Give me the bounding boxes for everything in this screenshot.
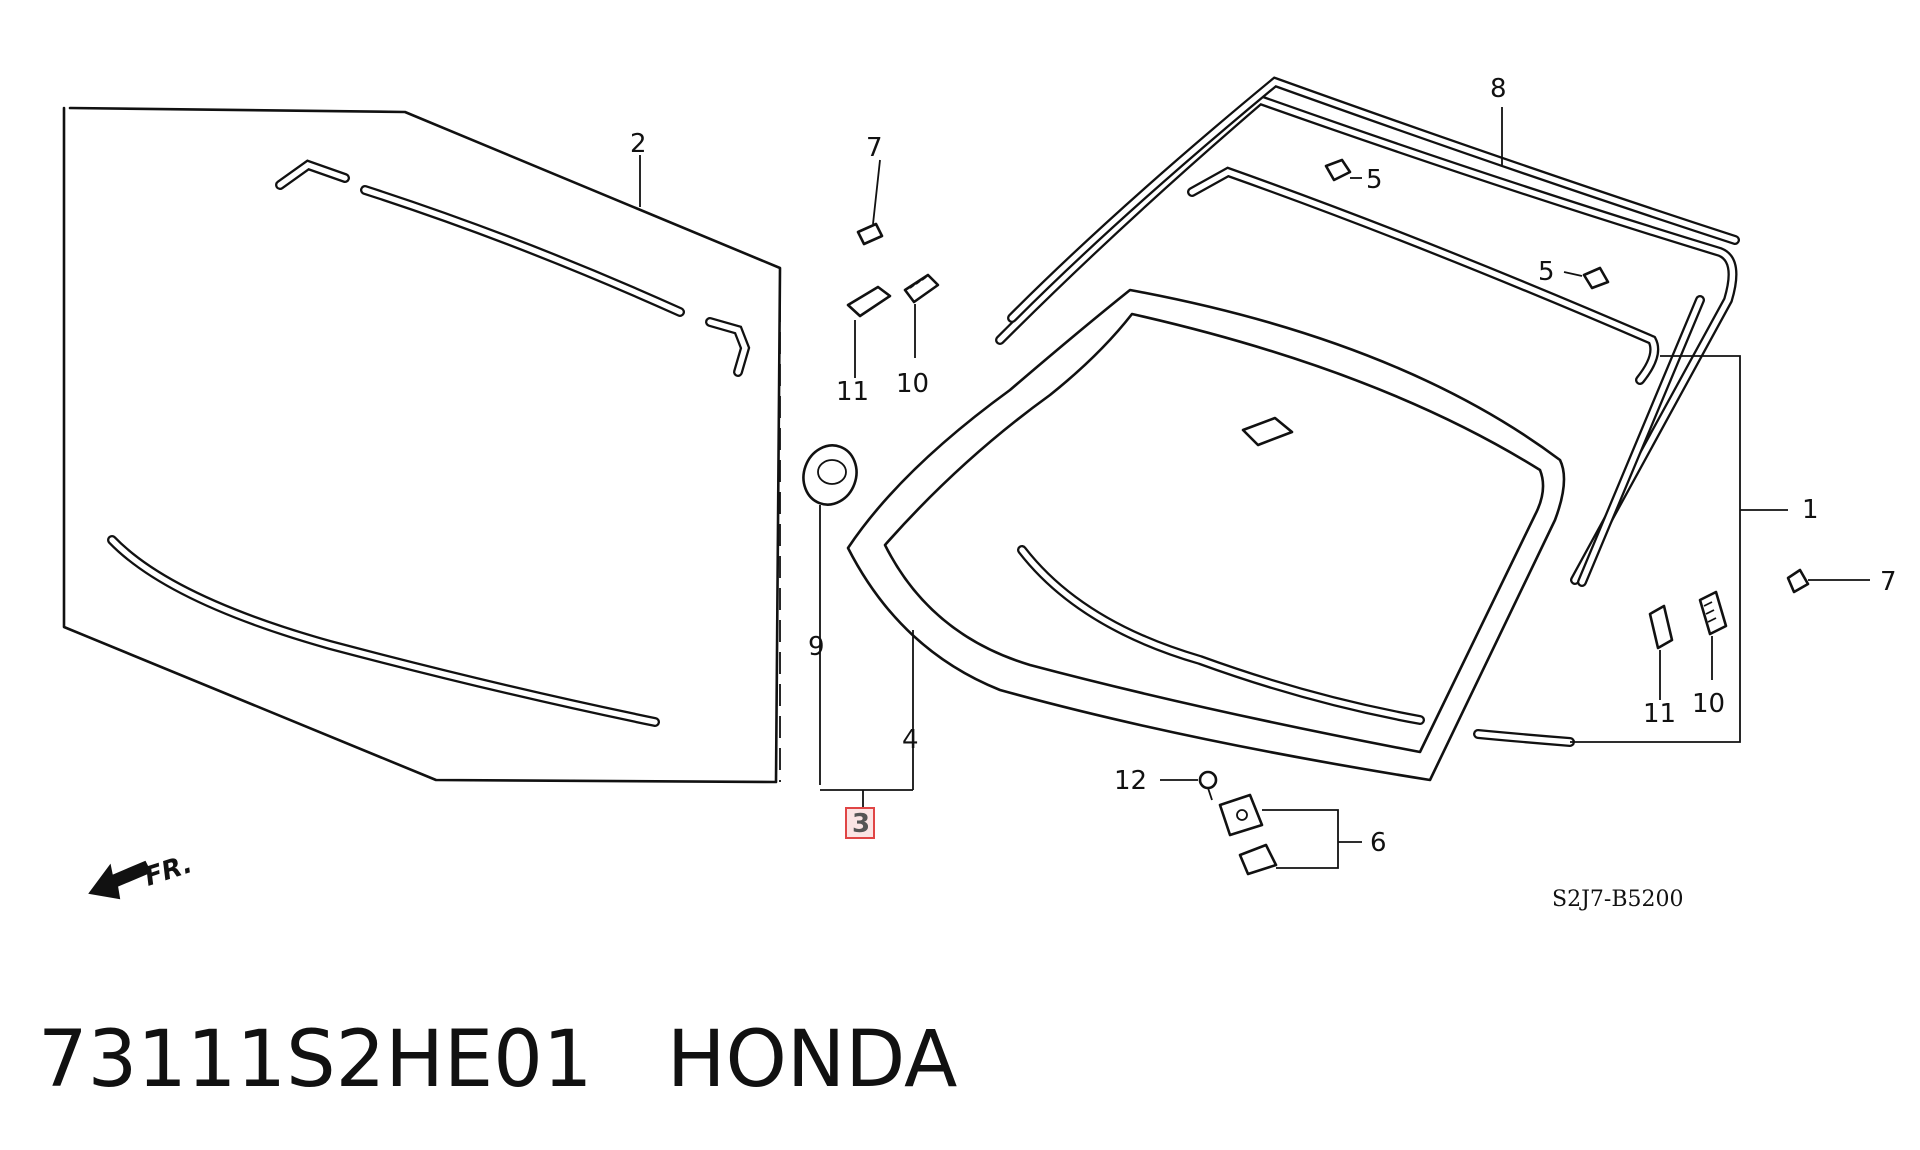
svg-text:9: 9 [808, 632, 825, 662]
molding-kit-panel [62, 106, 782, 784]
diagram-code: S2J7-B5200 [1552, 887, 1683, 912]
spacer-part-11-upper: 11 [836, 285, 892, 407]
front-arrow-icon [88, 860, 152, 900]
svg-text:4: 4 [902, 725, 919, 755]
upper-molding-right-corner [705, 317, 751, 377]
lower-molding [107, 535, 660, 727]
front-label: FR. [141, 849, 196, 892]
clip-part-6: 6 [1218, 793, 1387, 876]
upper-molding-center [360, 185, 685, 317]
brand-name: HONDA [666, 1015, 958, 1105]
spacer-part-10-upper: 10 [896, 273, 940, 399]
screw-part-12: 12 [1114, 766, 1218, 801]
svg-text:11: 11 [1643, 699, 1676, 729]
windshield-glass [846, 288, 1566, 782]
svg-text:7: 7 [1880, 567, 1897, 597]
molding-assembly-part-1: 1 [1187, 166, 1819, 747]
svg-text:1: 1 [1802, 495, 1819, 525]
spacer-part-11-right: 11 [1643, 604, 1676, 729]
callout-3-highlight[interactable]: 3 [845, 807, 875, 839]
upper-molding-left-corner [275, 159, 350, 190]
dam-rubber-part-8: 8 [995, 74, 1740, 585]
svg-text:10: 10 [1692, 689, 1725, 719]
svg-text:6: 6 [1370, 828, 1387, 858]
stopper-part-5-upper: 5 [1324, 158, 1383, 195]
spacer-part-10-right: 10 [1692, 590, 1728, 719]
svg-text:10: 10 [896, 369, 929, 399]
svg-text:5: 5 [1538, 257, 1555, 287]
svg-text:5: 5 [1366, 165, 1383, 195]
clip-part-7-upper: 7 [856, 133, 884, 246]
svg-text:8: 8 [1490, 74, 1507, 104]
svg-text:7: 7 [866, 133, 883, 163]
front-arrow: FR. [88, 849, 196, 900]
svg-text:3: 3 [852, 809, 870, 839]
part-caption: 73111S2HE01 HONDA [38, 1015, 957, 1105]
callout-4[interactable]: 4 [820, 630, 919, 808]
clip-part-7-right: 7 [1786, 567, 1897, 597]
svg-text:2: 2 [630, 129, 647, 159]
stopper-part-5-lower: 5 [1538, 257, 1610, 290]
callout-2[interactable]: 2 [630, 129, 647, 207]
svg-text:11: 11 [836, 377, 869, 407]
part-number: 73111S2HE01 [38, 1015, 593, 1105]
svg-text:12: 12 [1114, 766, 1147, 796]
emblem-part-9: 9 [802, 444, 858, 785]
